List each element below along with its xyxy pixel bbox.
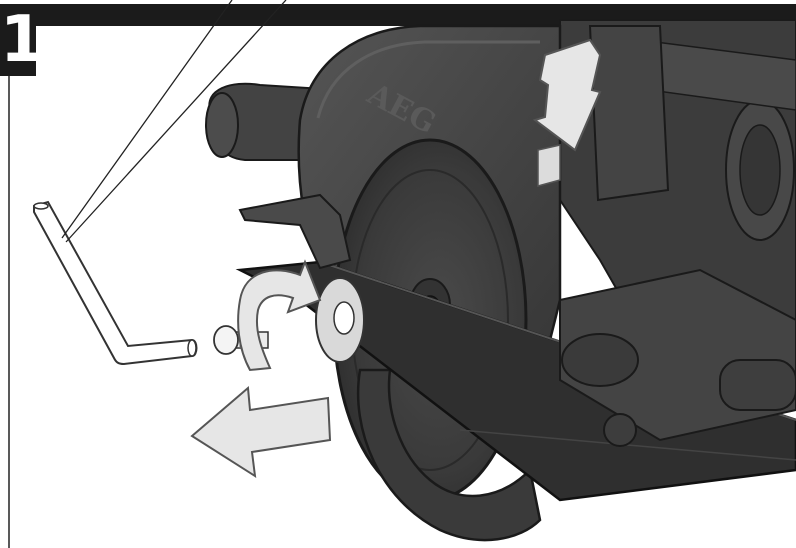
front-knob-assembly	[559, 268, 796, 447]
guard-lever	[238, 193, 352, 270]
loosen-rotation-arrow	[237, 259, 322, 372]
hex-key	[33, 200, 198, 366]
lower-blade-guard	[356, 368, 542, 542]
spindle-lock-press-arrow	[532, 38, 602, 187]
step-number-badge: 1	[0, 4, 36, 76]
callout-leader-lines	[61, 0, 287, 243]
outer-flange-washer	[315, 277, 365, 363]
motor-housing	[559, 19, 796, 332]
remove-direction-arrow	[190, 385, 332, 478]
